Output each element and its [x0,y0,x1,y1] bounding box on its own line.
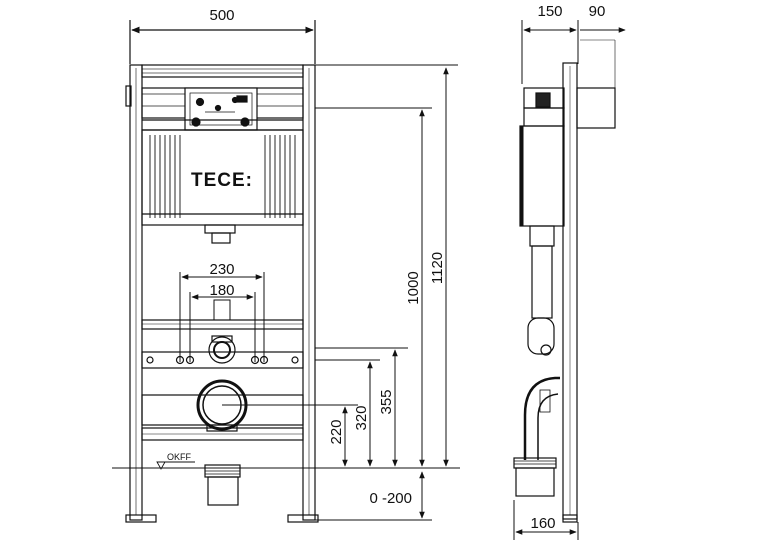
dim-355-label: 355 [378,389,395,414]
cistern-top [141,87,304,131]
side-cistern [519,87,565,247]
side-rail [562,39,616,520]
front-view [112,20,460,523]
dim-1120-label: 1120 [429,252,446,284]
bolt-spacing-dims [179,272,265,362]
cistern-body [141,129,304,244]
side-bottom-dim [513,500,579,540]
waste-outlet [196,379,248,432]
side-flush-pipe [527,245,555,356]
dim-180-label: 180 [209,282,234,299]
dim-adjust-label: 0 -200 [369,490,412,507]
width-label: 500 [209,7,234,24]
side-waste-bend [513,376,560,497]
dimension-500 [129,20,316,64]
bolt-holes [146,335,299,365]
vertical-dims [222,64,458,521]
dim-320-label: 320 [353,405,370,430]
frame-posts [125,64,316,521]
dim-90-label: 90 [589,3,606,20]
side-view [513,20,626,540]
dim-150-label: 150 [537,3,562,20]
floor-level [112,461,460,523]
dim-220-label: 220 [328,419,345,444]
dim-1000-label: 1000 [405,271,422,304]
side-foot [562,514,578,523]
dim-160-label: 160 [530,515,555,532]
brand-logo-text: TECE: [191,170,253,191]
side-top-dims [521,20,626,84]
floor-level-label: OKFF [167,452,192,462]
dim-230-label: 230 [209,261,234,278]
